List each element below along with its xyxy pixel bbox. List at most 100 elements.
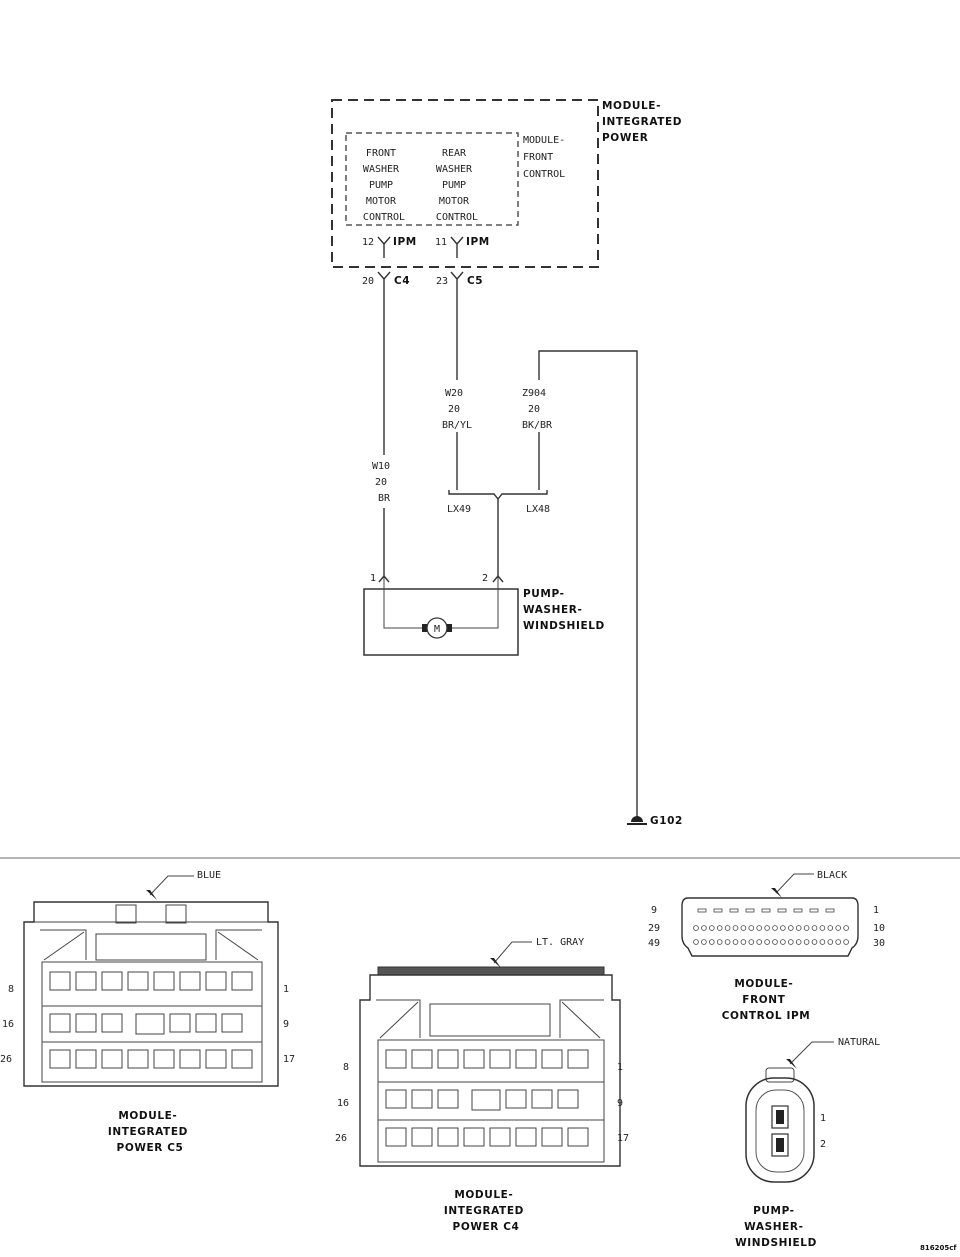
c4-cavities [385,1049,589,1147]
fcm-cavity [740,925,747,931]
ipm-boundary [331,99,599,268]
ipm-connector-label-1: IPM [393,236,417,248]
c4-housing [359,974,621,1167]
c4-pin-9: 9 [617,1098,623,1109]
fcm-cavity [825,908,835,913]
fcm-cavity [827,939,834,945]
fcm-title: MODULE- FRONT CONTROL IPM [722,978,811,1022]
fcm-cavity [793,908,803,913]
ground-icon [631,816,643,822]
pin-11-label: 11 [435,237,447,248]
c5-color-leader [149,875,194,896]
fcm-cavity [780,925,786,931]
pin-c5-symbol [450,271,464,290]
fcm-cavity [761,908,771,913]
connector-fcm-view: BLACK 9 1 29 10 49 30 MODULE- FRONT CONT… [648,870,885,1022]
pin-12-symbol [377,236,391,258]
pump-connector-pin-1: 1 [820,1113,826,1124]
fcm-cavity [809,908,819,913]
fcm-cavity [748,939,755,945]
fcm-cavity [724,939,731,945]
fcm-cavity [701,939,707,945]
pump-connector-pin-2: 2 [820,1139,826,1150]
fcm-color-leader [775,873,814,894]
ipm-connector-label-2: IPM [466,236,490,248]
c4-pin-16: 16 [337,1098,349,1109]
c4-color-leader [493,941,532,964]
fcm-cavity [835,939,841,945]
ground-label: G102 [650,815,683,827]
fcm-cavity [716,939,723,945]
c4-pin-8: 8 [343,1062,349,1073]
pin-c4-symbol [377,271,391,290]
splice-lx49-label: LX49 [447,504,471,515]
splice-bracket [448,490,548,501]
fcm-cavity [777,908,787,913]
fcm-cavity [772,925,778,931]
pin-c4-number: 20 [362,276,374,287]
pump-pin-1-label: 1 [370,573,376,584]
wire-z904-ground-run [538,350,638,822]
pump-cavity-1 [771,1105,789,1129]
c5-arrow-icon [146,890,157,900]
c5-pin-16: 16 [2,1019,14,1030]
fcm-cavity [827,925,834,931]
fcm-cavity [729,908,739,913]
pin-11-symbol [450,236,464,258]
fcm-cavity [843,939,849,945]
wire-w10-label: W10 20 BR [372,461,396,504]
fcm-arrow-icon [771,888,782,898]
fcm-cavity [787,925,794,931]
fcm-cavity [732,939,739,945]
wire-z904-label: Z904 20 BK/BR [522,388,553,431]
ipm-title: MODULE- INTEGRATED POWER [602,100,686,144]
pump-arrow-icon [786,1059,797,1069]
fcm-cavity [713,908,723,913]
fcm-pin-9: 9 [651,905,657,916]
pump-component: 1 2 M PUMP- WASHER- WINDSHIELD [363,573,605,656]
fcm-cavity [693,925,699,931]
pump-color-leader [789,1041,834,1065]
c5-pin-9: 9 [283,1019,289,1030]
c5-pin-26: 26 [0,1054,12,1065]
wiring: W10 20 BR W20 20 BR/YL Z904 20 BK/BR LX4… [372,290,638,822]
fcm-cavity [811,939,818,945]
front-washer-control-label: FRONT WASHER PUMP MOTOR CONTROL [363,148,405,223]
c5-housing [23,901,279,1087]
fcm-cavity [772,939,778,945]
fcm-cavity [819,939,826,945]
motor-icon [426,617,448,639]
connector-pump-view: NATURAL 1 2 PUMP- WASHER- WINDSHIELD [735,1037,880,1249]
fcm-title: MODULE- FRONT CONTROL [523,135,571,180]
wire-w20-label: W20 20 BR/YL [442,388,472,431]
fcm-cavity [795,925,802,931]
pump-cavity-2 [771,1133,789,1157]
c5-pin-1: 1 [283,984,289,995]
fcm-cavity [724,925,731,931]
fcm-cavity [732,925,739,931]
fcm-boundary [345,132,519,226]
connector-c5-view: BLUE 8 1 16 9 26 17 [0,870,295,1154]
fcm-housing [681,897,859,957]
pump-title: PUMP- WASHER- WINDSHIELD [523,588,605,632]
c4-pin-26: 26 [335,1133,347,1144]
fcm-cavity [740,939,747,945]
c5-pin-17: 17 [283,1054,295,1065]
pump-connector-housing [745,1077,815,1183]
fcm-cavity [843,925,849,931]
motor-symbol: M [434,624,440,635]
fcm-pin-1: 1 [873,905,879,916]
fcm-cavity [745,908,755,913]
c4-pin-1: 1 [617,1062,623,1073]
fcm-cavity [764,925,770,931]
figure-id: 816205cf [920,1244,957,1252]
c5-label: C5 [467,275,483,287]
rear-washer-control-label: REAR WASHER PUMP MOTOR CONTROL [436,148,478,223]
fcm-cavity [819,925,826,931]
c4-arrow-icon [490,958,501,968]
ground-g102: G102 [627,815,683,827]
fcm-pin-30: 30 [873,938,885,949]
fcm-color-label: BLACK [817,870,847,881]
c4-pin-17: 17 [617,1133,629,1144]
connector-c4-view: LT. GRAY 8 1 16 9 26 17 MO [335,937,629,1233]
